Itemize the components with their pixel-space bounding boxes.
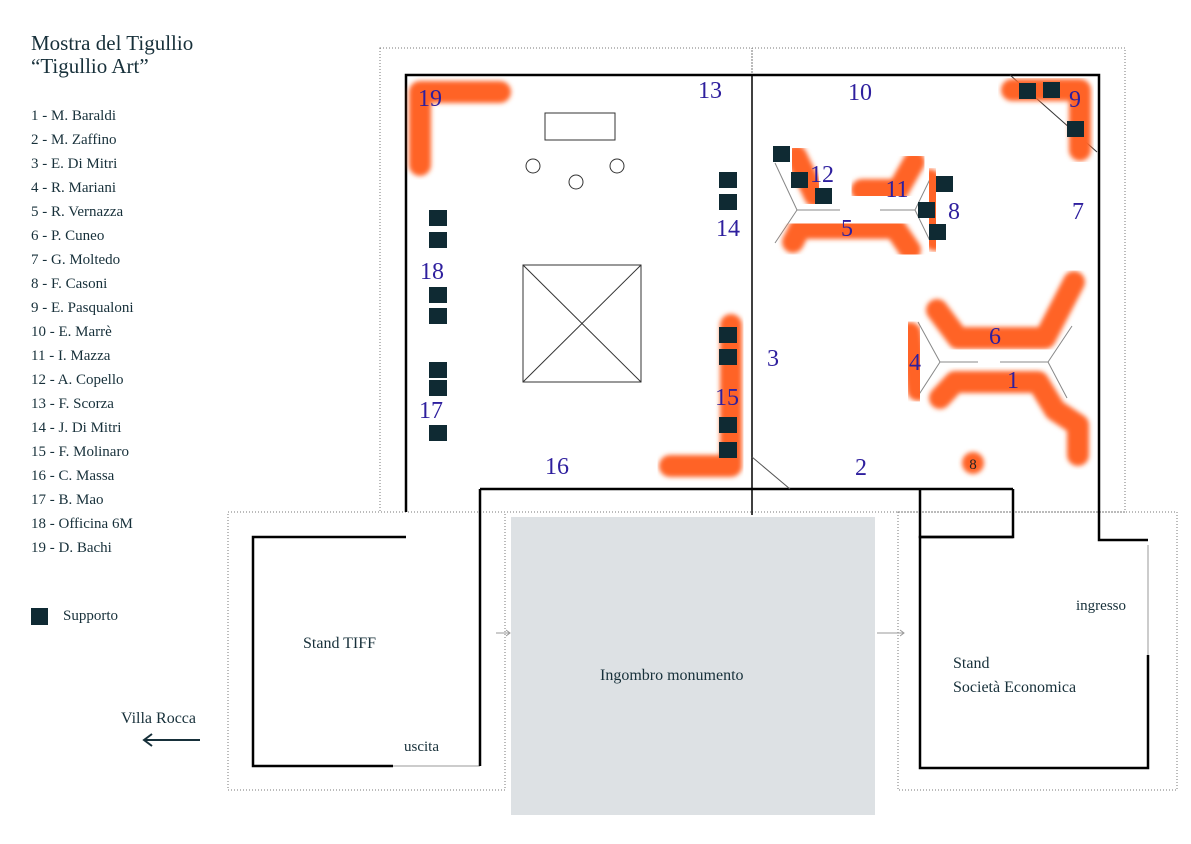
title-line-1: Mostra del Tigullio [31,31,194,55]
legend-item: 4 - R. Mariani [31,180,116,196]
stand-societa-label-line1: Stand [953,655,989,672]
number-12: 12 [810,162,834,188]
legend-item: 16 - C. Massa [31,468,115,484]
exit-label: uscita [404,739,439,755]
number-5: 5 [841,216,853,242]
support-square [773,146,790,162]
support-square [719,327,737,343]
support-square [719,172,737,188]
title-line-2: “Tigullio Art” [31,54,149,78]
column [609,158,625,174]
support-square [719,442,737,458]
legend-item: 12 - A. Copello [31,372,124,388]
number-8-small: 8 [969,457,977,473]
support-square [791,172,808,188]
legend-item: 11 - I. Mazza [31,348,111,364]
monument-area [511,517,875,815]
support-square [1019,83,1036,99]
legend-item: 17 - B. Mao [31,492,104,508]
legend-item: 19 - D. Bachi [31,540,112,556]
supports [429,82,1084,458]
support-square [429,362,447,378]
table [544,112,616,141]
stairwell [522,264,642,383]
villa-rocca-label: Villa Rocca [121,710,196,727]
support-square [429,210,447,226]
exhibit-19 [409,81,511,176]
support-square [719,417,737,433]
exhibit-areas [409,79,1091,485]
monument-label: Ingombro monumento [600,667,744,684]
support-square [719,349,737,365]
arrow-right-icon [877,629,905,637]
column [568,174,584,190]
number-19: 19 [418,86,442,112]
number-4: 4 [909,350,921,376]
legend-item: 5 - R. Vernazza [31,204,124,220]
support-square [429,425,447,441]
support-square [918,202,935,218]
exhibit-1 [929,371,1089,466]
support-square [815,188,832,204]
support-legend: Supporto [31,608,118,625]
exhibit-8-small [962,452,984,474]
stand-tiff-label: Stand TIFF [303,635,376,652]
arrow-left-icon [142,733,200,747]
exhibit-11 [851,151,925,201]
entrance-label: ingresso [1076,598,1126,614]
number-13: 13 [698,78,722,104]
support-square-icon [31,608,48,625]
stand-societa-label-line2: Società Economica [953,679,1076,696]
legend-item: 8 - F. Casoni [31,276,108,292]
number-14: 14 [716,216,740,242]
number-15: 15 [715,385,739,411]
exhibit-4 [899,322,929,401]
legend-item: 18 - Officina 6M [31,516,133,532]
support-square [429,380,447,396]
number-7: 7 [1072,199,1084,225]
artist-legend: 1 - M. Baraldi 2 - M. Zaffino 3 - E. Di … [31,104,134,560]
number-9: 9 [1069,87,1081,113]
number-1: 1 [1007,368,1019,394]
outline-right-hall [751,47,1126,513]
legend-item: 9 - E. Pasqualoni [31,300,134,316]
support-square [936,176,953,192]
support-label: Supporto [63,608,119,624]
legend-item: 7 - G. Moltedo [31,252,121,268]
number-8: 8 [948,199,960,225]
support-square [429,308,447,324]
outline-tiff [227,511,506,791]
support-square [1067,121,1084,137]
legend-item: 1 - M. Baraldi [31,108,116,124]
support-square [429,287,447,303]
number-16: 16 [545,454,569,480]
outline-societa [897,511,1178,791]
number-10: 10 [848,80,872,106]
arrow-right-icon [496,629,511,637]
support-square [719,194,737,210]
number-6: 6 [989,324,1001,350]
number-17: 17 [419,398,443,424]
exhibit-5 [782,217,921,261]
number-11: 11 [885,177,908,203]
legend-item: 10 - E. Marrè [31,324,112,340]
number-18: 18 [420,259,444,285]
support-square [1043,82,1060,98]
legend-item: 15 - F. Molinaro [31,444,129,460]
legend-item: 14 - J. Di Mitri [31,420,122,436]
map-title: Mostra del Tigullio “Tigullio Art” [31,32,193,78]
number-3: 3 [767,346,779,372]
support-square [429,232,447,248]
column [525,158,541,174]
support-square [929,224,946,240]
legend-item: 3 - E. Di Mitri [31,156,118,172]
exhibit-6 [926,271,1085,349]
number-2: 2 [855,455,867,481]
exhibit-15 [659,314,742,477]
legend-item: 2 - M. Zaffino [31,132,117,148]
legend-item: 6 - P. Cuneo [31,228,105,244]
legend-item: 13 - F. Scorza [31,396,114,412]
exhibit-numbers: 19 13 10 9 7 12 11 8 5 14 18 6 3 4 1 15 … [418,78,1084,481]
